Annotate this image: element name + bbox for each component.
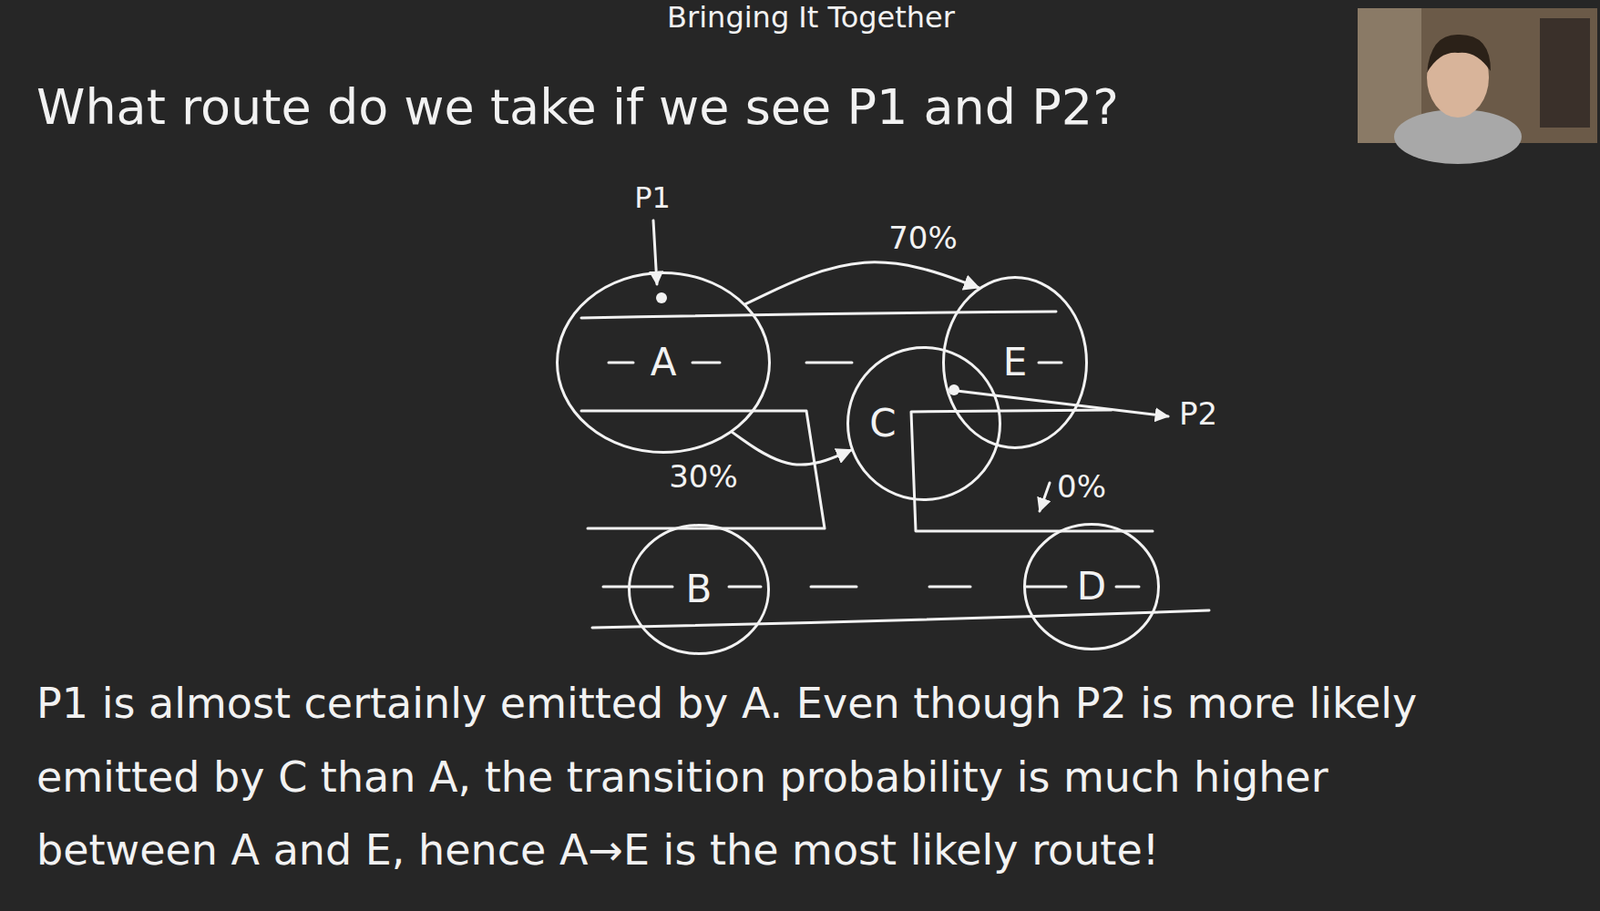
gps-point — [948, 384, 960, 396]
state-outline — [1025, 524, 1159, 650]
leader-arrow — [956, 390, 1169, 417]
webcam-hair — [1426, 34, 1491, 73]
state-circle: A — [555, 271, 771, 454]
state-letter: C — [869, 402, 896, 445]
state-outline — [629, 525, 770, 655]
state-outline — [943, 277, 1088, 449]
road-edge — [581, 311, 1057, 318]
probability-label: 0% — [1056, 468, 1107, 506]
point-label: P2 — [1179, 395, 1218, 433]
webcam-thumbnail — [1357, 8, 1598, 165]
state-letter: B — [686, 568, 713, 611]
gps-point — [656, 292, 667, 304]
road-edge — [911, 410, 1153, 532]
transition-arrow — [745, 262, 979, 305]
transition-probability: 30% — [665, 460, 742, 494]
slide-title: Bringing It Together — [666, 0, 955, 35]
state-circle: B — [627, 523, 770, 656]
leader-arrow — [1039, 482, 1050, 512]
state-letter: A — [650, 341, 677, 384]
point-label: P1 — [634, 180, 671, 216]
state-circle: D — [1023, 523, 1160, 651]
slide-caption: P1 is almost certainly emitted by A. Eve… — [36, 666, 1477, 888]
leader-arrow — [653, 220, 657, 285]
lane-dashes — [608, 361, 1062, 365]
road-edge — [581, 410, 825, 529]
state-circle: E — [942, 276, 1088, 450]
state-outline — [557, 273, 770, 453]
state-outline — [848, 348, 1001, 501]
state-letter: D — [1076, 565, 1107, 608]
transition-arrow — [732, 432, 852, 466]
state-circle: C — [846, 346, 1002, 502]
transition-probability: 70% — [884, 221, 962, 256]
lane-dashes — [603, 585, 1139, 589]
state-letter: E — [1003, 341, 1028, 384]
road-edge — [592, 610, 1210, 628]
webcam-door — [1539, 18, 1590, 128]
slide-question: What route do we take if we see P1 and P… — [36, 78, 1119, 138]
